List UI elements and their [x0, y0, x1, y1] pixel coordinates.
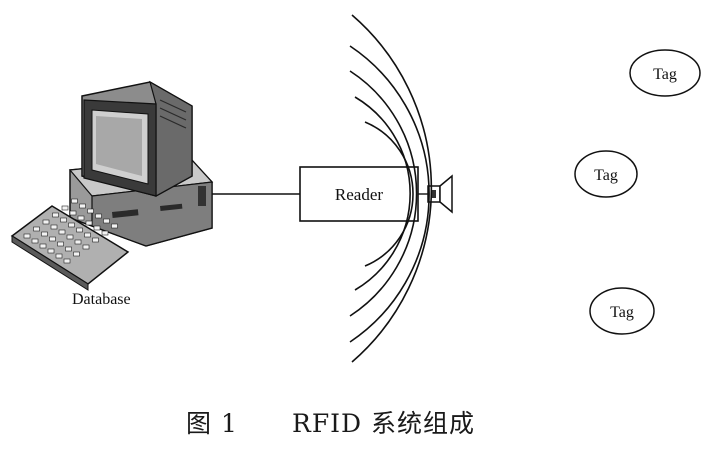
keyboard-key	[58, 229, 66, 235]
radio-waves	[349, 14, 433, 363]
keyboard-key	[101, 230, 109, 236]
caption-title: RFID 系统组成	[292, 409, 475, 438]
keyboard-key	[47, 248, 55, 254]
keyboard-key	[57, 241, 64, 247]
keyboard-key	[50, 224, 58, 230]
tag-node-3: Tag	[589, 287, 655, 335]
keyboard-key	[79, 203, 86, 209]
computer-monitor	[81, 80, 193, 198]
keyboard-key	[52, 212, 59, 218]
keyboard-key	[84, 232, 91, 238]
keyboard-key	[23, 233, 31, 239]
keyboard-key	[39, 243, 47, 249]
keyboard-key	[82, 244, 90, 250]
keyboard-key	[42, 219, 50, 225]
keyboard-key	[111, 223, 118, 229]
keyboard-icon	[10, 198, 130, 291]
wave-arc-5	[351, 14, 433, 363]
keyboard-key	[41, 231, 48, 237]
tag-node-1: Tag	[629, 49, 701, 97]
tag-ellipse	[574, 150, 638, 198]
keyboard-key	[76, 227, 83, 233]
keyboard-key	[93, 225, 101, 231]
database-computer-icon	[10, 80, 300, 291]
keyboard-key	[92, 237, 99, 243]
keyboard-key	[69, 210, 77, 216]
tag-ellipse	[589, 287, 655, 335]
keyboard-key	[77, 215, 85, 221]
keyboard-key	[55, 253, 63, 259]
keyboard-key	[63, 258, 71, 264]
keyboard-key	[49, 236, 56, 242]
keyboard-key	[60, 217, 67, 223]
caption-figure-number: 图 1	[186, 409, 238, 438]
keyboard-key	[65, 246, 72, 252]
keyboard-key	[33, 226, 40, 232]
wave-arc-3	[349, 70, 418, 317]
keyboard-key	[87, 208, 94, 214]
keyboard-key	[103, 218, 110, 224]
figure-caption: 图 1 RFID 系统组成	[186, 409, 475, 438]
wave-arc-2	[354, 96, 411, 291]
keyboard-key	[95, 213, 102, 219]
tag-label: Tag	[653, 66, 677, 83]
keyboard-key	[61, 205, 69, 211]
keyboard-key	[73, 251, 80, 257]
tag-node-2: Tag	[574, 150, 638, 198]
wave-arc-1	[364, 121, 414, 267]
tag-label: Tag	[594, 167, 618, 184]
reader-label: Reader	[335, 185, 383, 204]
reader-node: Reader	[299, 166, 428, 222]
keyboard-key	[66, 234, 74, 240]
keyboard-key	[85, 220, 93, 226]
keyboard-key	[68, 222, 75, 228]
keyboard-key	[74, 239, 82, 245]
keyboard-key	[31, 238, 39, 244]
wave-arc-4	[349, 45, 430, 343]
tag-ellipse	[629, 49, 701, 97]
tag-label: Tag	[610, 304, 634, 321]
reader-box	[299, 166, 419, 222]
database-label: Database	[72, 291, 131, 308]
keyboard-key	[71, 198, 78, 204]
